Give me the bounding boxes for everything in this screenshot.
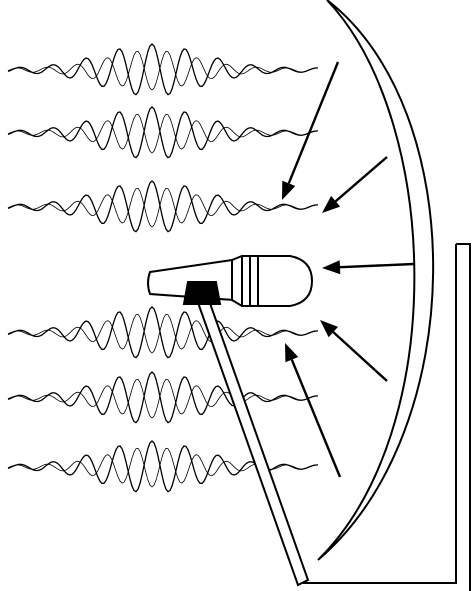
- arrow-shaft: [332, 331, 388, 382]
- sound-wave: [7, 180, 319, 233]
- sound-wave-secondary: [7, 378, 319, 419]
- sound-wave-row: [7, 371, 319, 424]
- arrow-shaft: [287, 61, 340, 184]
- sound-wave: [7, 43, 319, 96]
- arrow-shaft: [290, 359, 342, 478]
- sound-wave-row: [7, 306, 319, 359]
- frame-bracket: [303, 243, 471, 591]
- sound-waves: [7, 43, 319, 493]
- arrow-head: [320, 320, 338, 338]
- sound-wave-secondary: [7, 113, 319, 154]
- sound-wave-secondary: [7, 50, 319, 91]
- sound-wave-secondary: [7, 313, 319, 354]
- sound-wave: [7, 371, 319, 424]
- arrow-head: [322, 260, 341, 275]
- microphone-grille: [231, 255, 314, 307]
- sound-wave-row: [7, 180, 319, 233]
- reflection-arrow: [322, 156, 388, 213]
- parabolic-dish: [317, 0, 435, 561]
- reflection-arrow: [282, 61, 340, 200]
- sound-wave-secondary: [7, 187, 319, 228]
- arrow-shaft: [334, 156, 388, 203]
- sound-wave: [7, 306, 319, 359]
- reflection-arrows: [282, 61, 415, 478]
- reflection-arrow: [322, 260, 415, 275]
- arrow-head: [285, 343, 299, 363]
- stand-frame: [303, 243, 471, 591]
- reflection-arrow: [285, 343, 342, 478]
- microphone: [147, 255, 314, 307]
- reflection-arrow: [320, 320, 388, 382]
- sound-wave-row: [7, 106, 319, 159]
- microphone-clip: [182, 281, 222, 305]
- arrow-head: [282, 180, 296, 200]
- sound-wave: [7, 106, 319, 159]
- support-pole: [194, 290, 310, 587]
- sound-wave-row: [7, 43, 319, 96]
- arrow-head: [322, 195, 341, 213]
- arrow-shaft: [339, 262, 415, 269]
